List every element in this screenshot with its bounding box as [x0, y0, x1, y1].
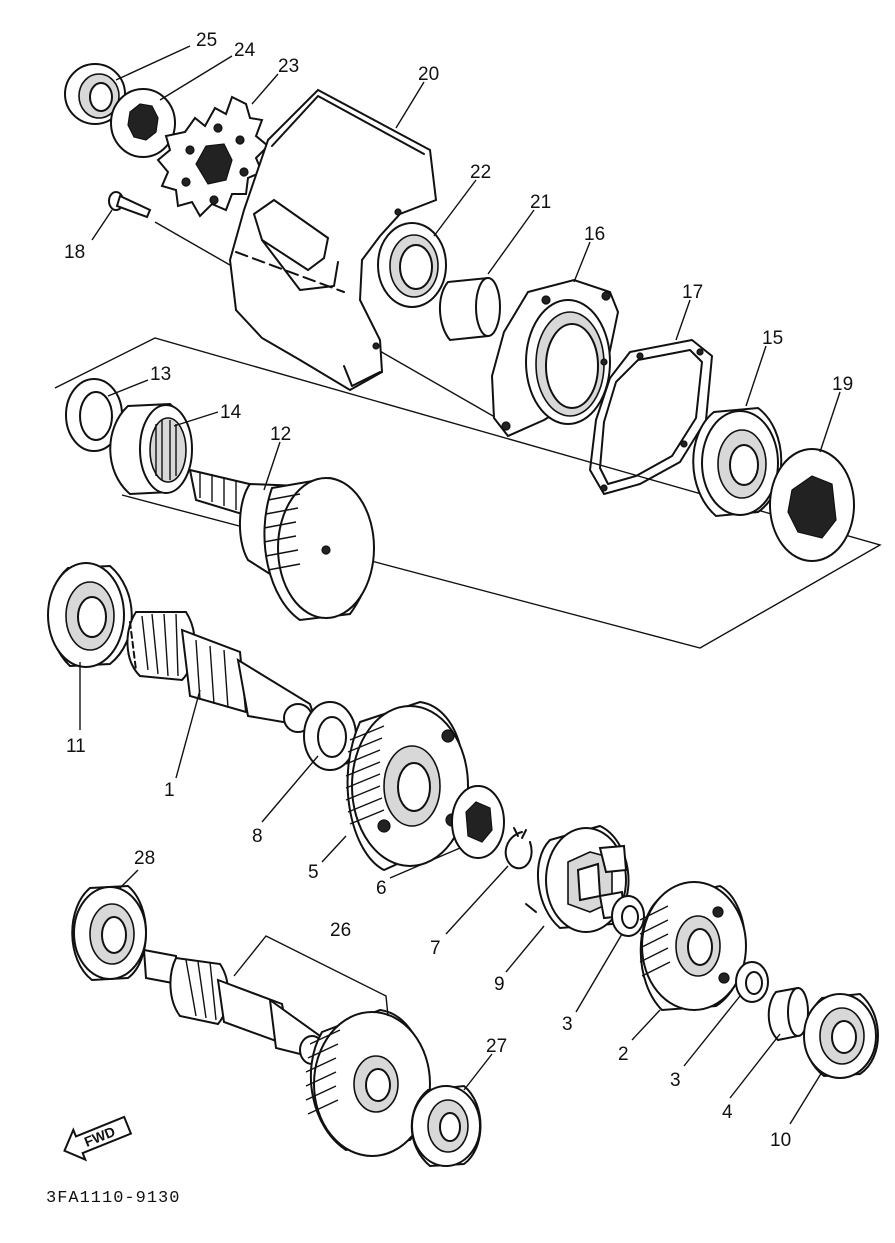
label-6: 6 — [376, 878, 387, 899]
part-3-washer-upper — [611, 895, 645, 937]
part-24-lock-washer — [110, 88, 176, 158]
part-5-gear — [345, 700, 469, 872]
label-25: 25 — [196, 30, 217, 51]
part-8-washer — [303, 701, 357, 771]
part-9-dog-clutch — [525, 824, 630, 933]
part-1-main-axle — [126, 611, 320, 733]
part-22-oil-seal — [377, 222, 447, 308]
part-28-bearing — [71, 884, 147, 982]
label-27: 27 — [486, 1036, 507, 1057]
label-10: 10 — [770, 1130, 791, 1151]
part-11-bearing — [47, 562, 133, 668]
label-17: 17 — [682, 282, 703, 303]
part-20-sprocket-cover — [228, 88, 438, 392]
part-10-bearing — [803, 992, 879, 1079]
part-14-needle-bearing — [109, 402, 193, 496]
part-26-large-gear — [305, 1008, 431, 1157]
part-4-collar — [767, 986, 809, 1042]
label-5: 5 — [308, 862, 319, 883]
label-19: 19 — [832, 374, 853, 395]
label-16: 16 — [584, 224, 605, 245]
label-21: 21 — [530, 192, 551, 213]
label-11: 11 — [66, 736, 86, 757]
label-15: 15 — [762, 328, 783, 349]
label-23: 23 — [278, 56, 299, 77]
label-4: 4 — [722, 1102, 733, 1123]
part-26-bracket — [233, 935, 389, 1017]
label-1: 1 — [164, 780, 175, 801]
label-8: 8 — [252, 826, 263, 847]
part-6-splined-washer — [451, 785, 505, 859]
label-26: 26 — [330, 920, 351, 941]
label-3-upper: 3 — [562, 1014, 573, 1035]
part-23-drive-sprocket — [156, 95, 270, 218]
part-15-bearing — [692, 406, 783, 518]
part-25-nut — [64, 63, 126, 125]
part-16-bearing-housing — [490, 278, 620, 438]
part-2-gear — [639, 881, 747, 1012]
part-7-circlip — [504, 827, 533, 870]
label-14: 14 — [220, 402, 242, 423]
part-12-output-shaft — [188, 468, 375, 622]
diagram-code: 3FA1110-9130 — [46, 1189, 180, 1208]
label-22: 22 — [470, 162, 491, 183]
label-12: 12 — [270, 424, 291, 445]
label-2: 2 — [618, 1044, 629, 1065]
label-20: 20 — [418, 64, 439, 85]
label-13: 13 — [150, 364, 171, 385]
part-labels: 25 24 23 20 22 21 16 17 15 19 18 13 14 1… — [64, 30, 853, 1151]
label-7: 7 — [430, 938, 441, 959]
label-18: 18 — [64, 242, 85, 263]
part-3-washer-lower — [735, 961, 769, 1003]
label-3-lower: 3 — [670, 1070, 681, 1091]
label-28: 28 — [134, 848, 155, 869]
part-17-gasket — [589, 339, 713, 495]
part-18-bolt — [108, 191, 152, 219]
part-27-bearing — [410, 1084, 482, 1168]
part-19-lock-plate — [769, 448, 855, 562]
label-9: 9 — [494, 974, 505, 995]
label-24: 24 — [234, 40, 256, 61]
fwd-arrow-badge: FWD — [63, 1115, 133, 1162]
part-21-collar — [438, 276, 501, 342]
leader-lines — [79, 45, 841, 1125]
part-26-drive-axle — [142, 948, 326, 1065]
